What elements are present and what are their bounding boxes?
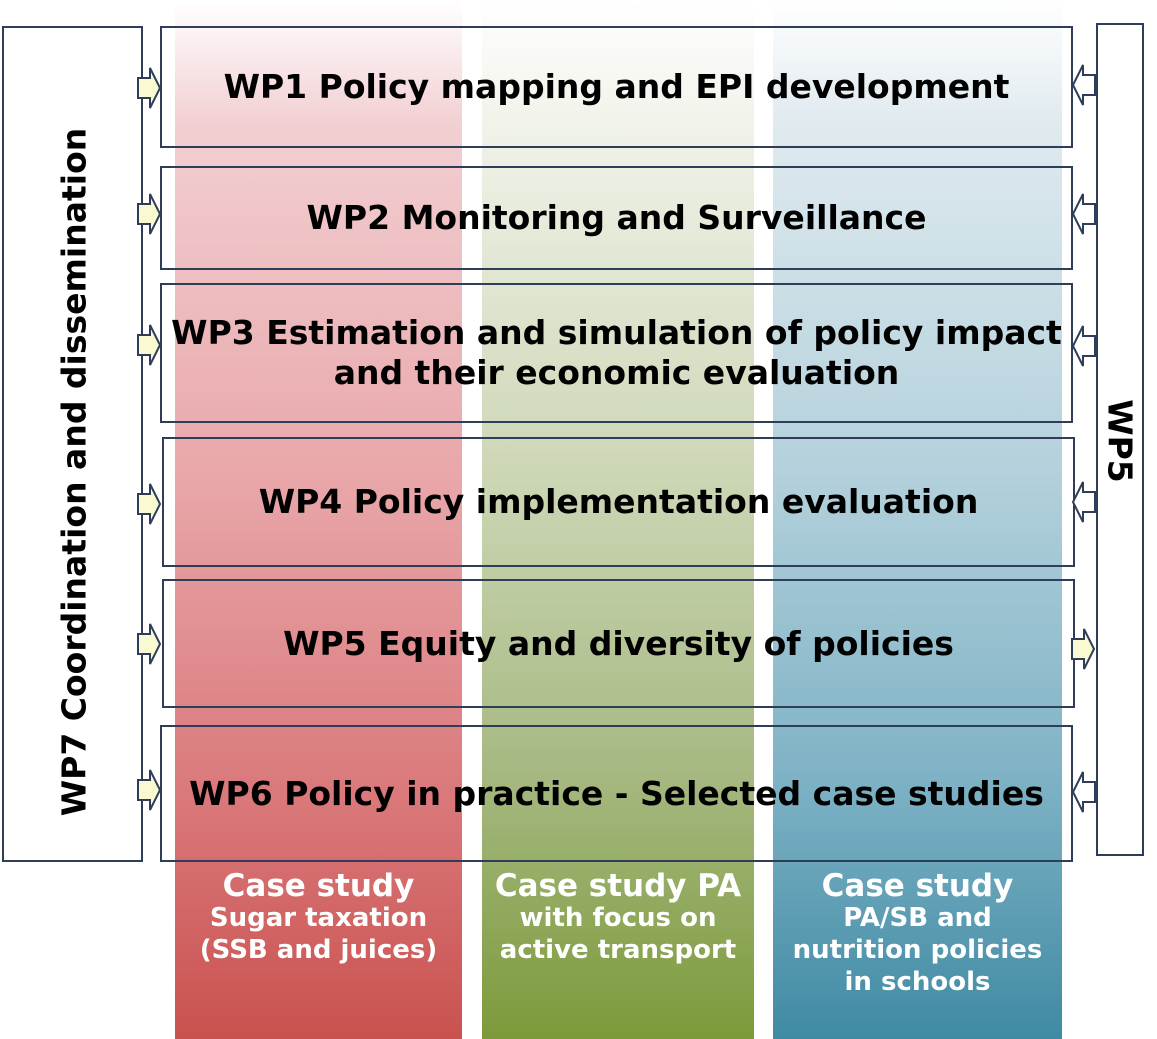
wp6-text: WP6 Policy in practice - Selected case s… xyxy=(189,774,1044,814)
wp6-box: WP6 Policy in practice - Selected case s… xyxy=(160,725,1073,862)
arrow-right-icon xyxy=(137,769,162,811)
arrow-right-icon xyxy=(1071,628,1096,670)
case-study-schools-line-2: nutrition policies xyxy=(792,935,1043,965)
case-study-pa-line-2: active transport xyxy=(499,935,737,965)
arrow-left-icon xyxy=(1071,193,1096,235)
case-study-column-sugar xyxy=(175,0,462,1039)
case-study-pa-label: Case study PA with focus on active trans… xyxy=(482,870,754,966)
wp6-line-1: WP6 Policy in practice - Selected case s… xyxy=(189,773,1044,813)
case-study-column-pa xyxy=(482,0,754,1039)
case-study-schools-line-1: PA/SB and xyxy=(843,903,992,933)
wp2-box: WP2 Monitoring and Surveillance xyxy=(160,166,1073,270)
wp3-box: WP3 Estimation and simulation of policy … xyxy=(160,283,1073,423)
arrow-left-icon xyxy=(1071,481,1096,523)
wp1-line-1: WP1 Policy mapping and EPI development xyxy=(223,67,1010,107)
arrow-left-icon xyxy=(1071,64,1096,106)
arrow-right-icon xyxy=(137,193,162,235)
wp4-box: WP4 Policy implementation evaluation xyxy=(162,437,1075,567)
case-study-schools-label: Case study PA/SB and nutrition policies … xyxy=(773,870,1062,998)
wp7-label: WP7 Coordination and dissemination xyxy=(54,127,94,817)
wp7-bar: WP7 Coordination and dissemination xyxy=(2,26,143,862)
case-study-sugar-title: Case study xyxy=(222,868,415,904)
wp3-text: WP3 Estimation and simulation of policy … xyxy=(171,313,1062,392)
arrow-right-icon xyxy=(137,67,162,109)
arrow-right-icon xyxy=(137,483,162,525)
arrow-left-icon xyxy=(1071,771,1096,813)
wp5-line-1: WP5 Equity and diversity of policies xyxy=(283,623,954,663)
case-study-schools-title: Case study xyxy=(821,868,1014,904)
wp4-line-1: WP4 Policy implementation evaluation xyxy=(258,482,979,522)
arrow-right-icon xyxy=(137,324,162,366)
case-study-pa-title: Case study PA xyxy=(494,868,742,904)
case-study-schools-line-3: in schools xyxy=(844,967,991,997)
case-study-sugar-line-1: Sugar taxation xyxy=(209,903,428,933)
wp5-side-label: WP5 xyxy=(1100,399,1140,483)
case-study-sugar-line-2: (SSB and juices) xyxy=(199,935,438,965)
arrow-left-icon xyxy=(1071,325,1096,367)
arrow-right-icon xyxy=(137,623,162,665)
wp5-bar: WP5 xyxy=(1096,23,1144,856)
wp4-text: WP4 Policy implementation evaluation xyxy=(259,482,979,522)
wp5-box: WP5 Equity and diversity of policies xyxy=(162,579,1075,708)
wp2-text: WP2 Monitoring and Surveillance xyxy=(307,198,927,238)
wp3-line-2: and their economic evaluation xyxy=(333,353,900,392)
wp1-box: WP1 Policy mapping and EPI development xyxy=(160,26,1073,148)
wp2-line-1: WP2 Monitoring and Surveillance xyxy=(306,198,927,238)
wp3-line-1: WP3 Estimation and simulation of policy … xyxy=(171,313,1062,353)
wp5-text: WP5 Equity and diversity of policies xyxy=(283,624,954,664)
case-study-pa-line-1: with focus on xyxy=(519,903,717,933)
case-study-sugar-label: Case study Sugar taxation (SSB and juice… xyxy=(175,870,462,966)
wp1-text: WP1 Policy mapping and EPI development xyxy=(224,67,1010,107)
case-study-column-schools xyxy=(773,0,1062,1039)
